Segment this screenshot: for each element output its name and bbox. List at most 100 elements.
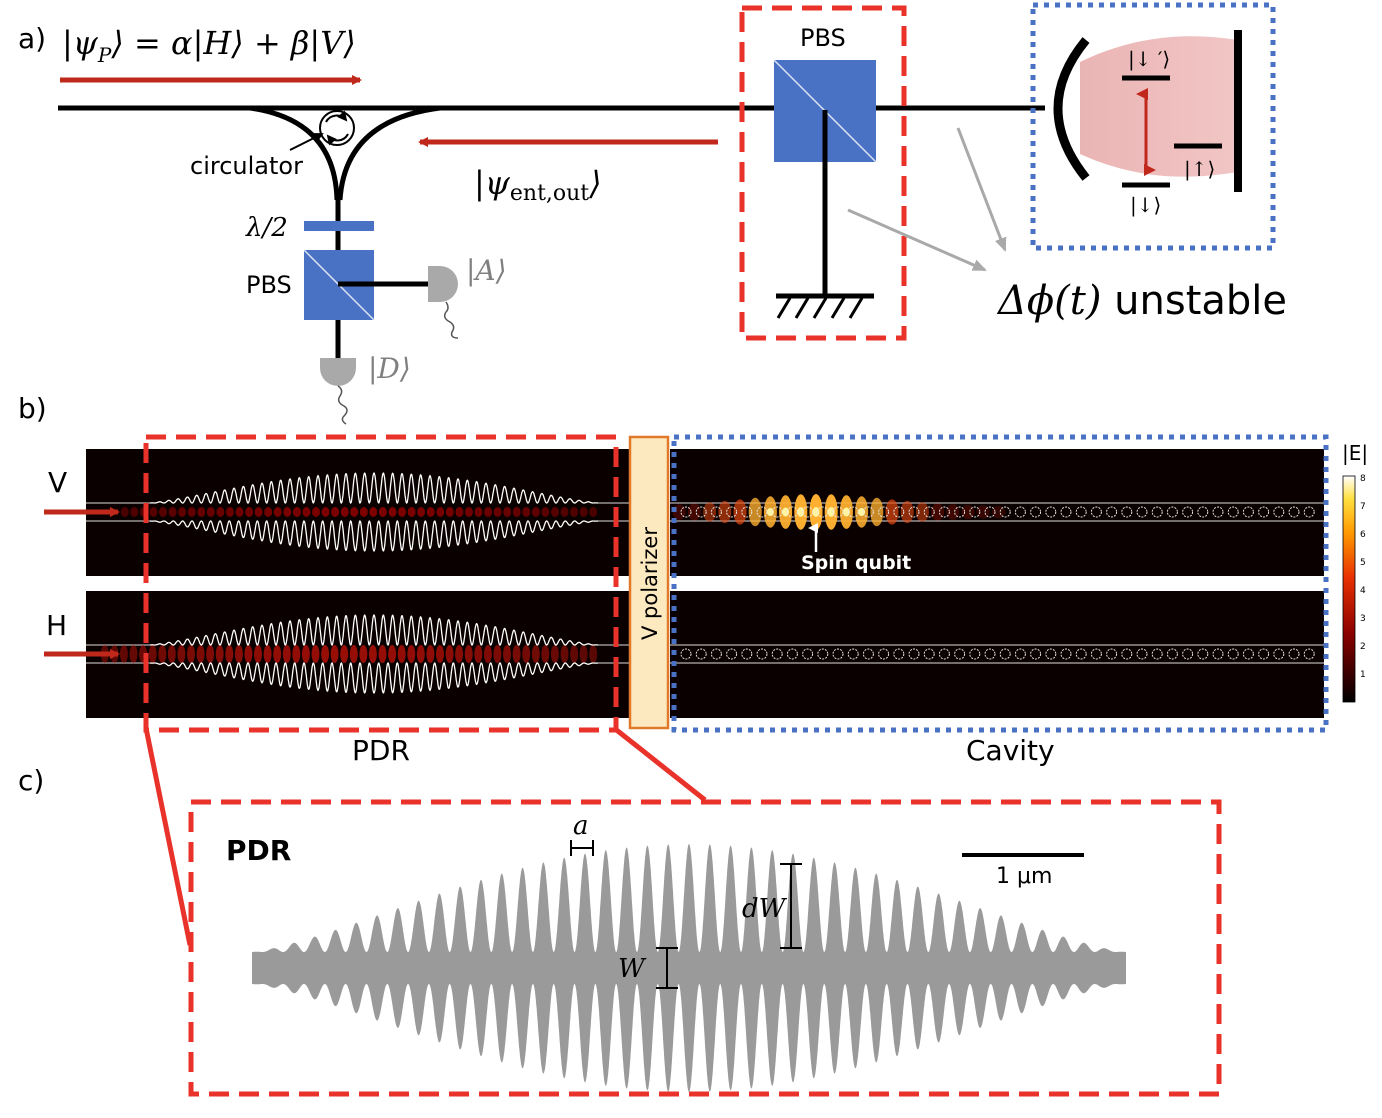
cavity-hole bbox=[1242, 648, 1254, 660]
cavity-hole bbox=[908, 648, 920, 660]
field-lobe bbox=[378, 645, 387, 663]
field-lobe bbox=[445, 507, 454, 517]
cavity-hole bbox=[756, 506, 768, 518]
field-lobe bbox=[436, 507, 445, 517]
field-lobe bbox=[426, 507, 435, 517]
cavity-hole bbox=[1258, 648, 1270, 660]
cavity-hole bbox=[786, 506, 798, 518]
field-lobe bbox=[244, 645, 253, 663]
zoom-line-right bbox=[612, 726, 707, 802]
level-down-prime-label: |↓ ′⟩ bbox=[1128, 47, 1170, 72]
row-H-label: H bbox=[46, 609, 67, 642]
pdr-zoom-title: PDR bbox=[226, 834, 291, 867]
field-lobe bbox=[589, 645, 598, 663]
cavity-hole bbox=[1060, 648, 1072, 660]
field-lobe bbox=[455, 507, 464, 517]
field-lobe bbox=[436, 645, 444, 663]
field-lobe bbox=[388, 507, 397, 517]
field-lobe bbox=[283, 507, 292, 517]
field-V-cavity bbox=[672, 494, 1005, 530]
field-lobe bbox=[292, 645, 301, 663]
colorbar-tick: 6 bbox=[1360, 530, 1366, 540]
lattice-constant-marker bbox=[570, 840, 594, 856]
field-lobe bbox=[359, 507, 368, 517]
sim-V-cavity-bg bbox=[670, 449, 1324, 576]
field-lobe bbox=[407, 645, 416, 663]
field-lobe bbox=[531, 645, 540, 663]
zoom-line-left bbox=[143, 727, 193, 946]
panel-a-label: a) bbox=[18, 22, 46, 55]
colorbar bbox=[1342, 475, 1356, 703]
field-lobe bbox=[570, 645, 579, 663]
cavity-hole bbox=[1090, 506, 1102, 518]
field-lobe bbox=[483, 645, 492, 663]
cavity-hole bbox=[1166, 648, 1178, 660]
field-lobe bbox=[149, 507, 158, 517]
cavity-hole bbox=[1151, 648, 1163, 660]
pdr-zoom-box bbox=[188, 799, 1222, 1097]
W-label: W bbox=[618, 954, 647, 984]
cavity-hole bbox=[862, 648, 874, 660]
cavity-hole bbox=[710, 506, 722, 518]
colorbar-tick: 1 bbox=[1360, 670, 1366, 680]
colorbar-tick: 7 bbox=[1360, 502, 1366, 512]
field-lobe bbox=[541, 507, 550, 517]
cavity-hole bbox=[1075, 648, 1087, 660]
cavity-hole bbox=[954, 648, 966, 660]
field-lobe bbox=[273, 645, 282, 663]
field-lobe bbox=[312, 507, 320, 517]
field-lobe bbox=[560, 645, 569, 663]
field-lobe bbox=[579, 645, 588, 663]
panel-b-label: b) bbox=[18, 392, 47, 425]
cavity-hole bbox=[1227, 648, 1239, 660]
field-lobe bbox=[245, 507, 254, 517]
cavity-hole bbox=[726, 506, 738, 518]
cavity-field-lobe bbox=[733, 499, 747, 525]
field-lobe bbox=[551, 507, 559, 517]
field-lobe bbox=[349, 645, 358, 663]
field-lobe bbox=[464, 507, 473, 517]
field-lobe bbox=[254, 645, 262, 663]
field-lobe bbox=[484, 507, 493, 517]
cavity-hole bbox=[938, 648, 950, 660]
cavity-hole bbox=[771, 506, 783, 518]
cavity-hole bbox=[938, 506, 950, 518]
cavity-hole bbox=[1182, 506, 1194, 518]
sim-H-cavity-bg bbox=[670, 591, 1324, 718]
cavity-hole bbox=[999, 506, 1011, 518]
scale-bar-label: 1 μm bbox=[996, 864, 1052, 889]
field-lobe bbox=[416, 645, 425, 663]
field-lobe bbox=[321, 507, 330, 517]
field-lobe bbox=[215, 645, 224, 663]
circulator-icon bbox=[319, 110, 355, 146]
field-lobe bbox=[264, 507, 273, 517]
field-lobe bbox=[301, 645, 310, 663]
sim-V-pdr-bg bbox=[86, 449, 631, 576]
cavity-hole bbox=[710, 648, 722, 660]
field-lobe bbox=[522, 507, 531, 517]
field-lobe bbox=[206, 645, 215, 663]
field-lobe bbox=[503, 507, 512, 517]
cavity-hole bbox=[1197, 648, 1209, 660]
cavity-hole bbox=[726, 648, 738, 660]
field-lobe bbox=[119, 645, 128, 663]
cavity-hole bbox=[1166, 506, 1178, 518]
cavity-hole bbox=[786, 648, 798, 660]
cavity-curved-mirror bbox=[1053, 37, 1090, 181]
detector-A-icon bbox=[428, 266, 459, 339]
field-lobe bbox=[331, 507, 340, 517]
cavity-hole bbox=[847, 648, 859, 660]
field-lobe bbox=[368, 645, 377, 663]
cavity-hole bbox=[1030, 506, 1042, 518]
field-lobe bbox=[388, 645, 397, 663]
field-lobe bbox=[560, 507, 569, 517]
section-pdr-label: PDR bbox=[352, 734, 410, 767]
field-lobe bbox=[167, 645, 176, 663]
field-lobe bbox=[129, 645, 138, 663]
phase-label: Δϕ(t) unstable bbox=[996, 278, 1287, 324]
field-lobe bbox=[426, 645, 435, 663]
field-lobe bbox=[531, 507, 540, 517]
cavity-field-lobe bbox=[885, 499, 899, 525]
cavity-hole bbox=[878, 648, 890, 660]
colorbar-tick: 5 bbox=[1360, 558, 1366, 568]
